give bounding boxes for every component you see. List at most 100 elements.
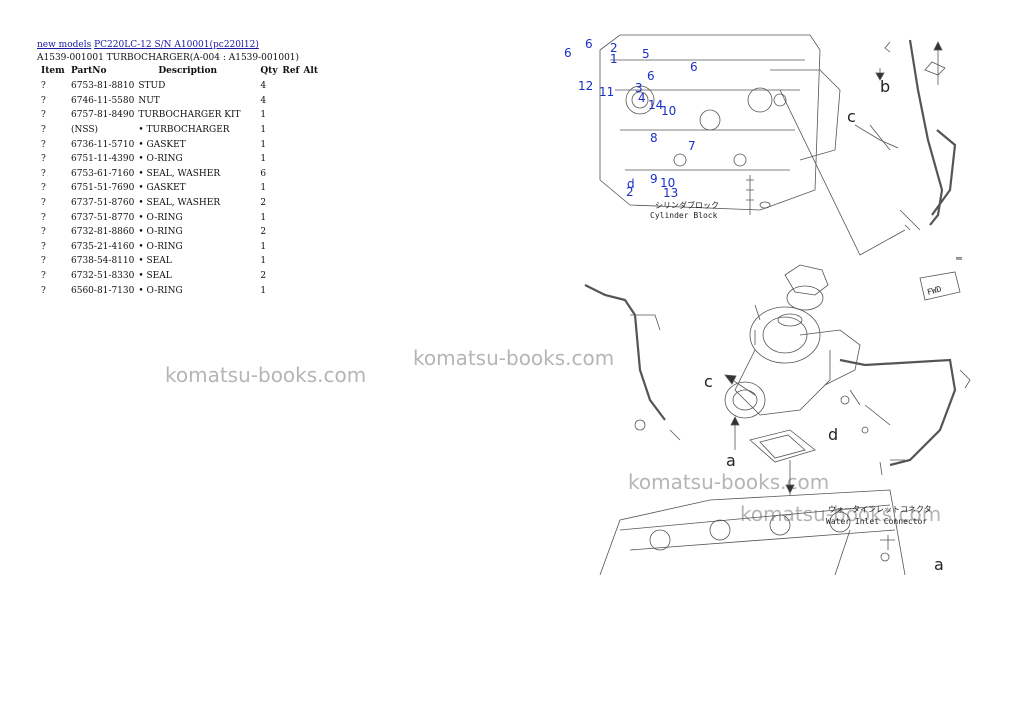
cell-description: • O-RING <box>138 212 183 223</box>
table-header-row: Item PartNo Description Qty Ref Alt <box>37 65 320 79</box>
cell-description: • GASKET <box>138 139 186 150</box>
callout-label: 3 <box>635 81 643 95</box>
callout-label: 6 <box>647 69 655 83</box>
cell-item: ? <box>41 125 46 136</box>
callout-label: 2 <box>610 41 618 55</box>
cell-description: • SEAL, WASHER <box>138 198 221 209</box>
cell-ref <box>280 94 301 109</box>
cell-qty: 4 <box>260 95 267 106</box>
cell-qty: 6 <box>260 168 267 179</box>
letter-label: d <box>828 425 838 444</box>
cell-qty: 1 <box>260 139 267 150</box>
cell-ref <box>280 254 301 269</box>
cell-alt <box>301 137 320 152</box>
cell-partno: 6736-11-5710 <box>71 139 135 150</box>
cell-partno: (NSS) <box>71 125 99 136</box>
callout-label: 9 <box>650 172 658 186</box>
cell-item: ? <box>41 198 46 209</box>
header-description: Description <box>158 66 217 76</box>
header-item: Item <box>41 66 65 76</box>
breadcrumb-link-model[interactable]: PC220LC-12 S/N A10001(pc220l12) <box>94 40 259 50</box>
cell-description: • TURBOCHARGER <box>138 125 230 136</box>
cell-description: • SEAL <box>138 256 172 267</box>
cell-qty: 2 <box>260 271 267 282</box>
cell-partno: 6737-51-8770 <box>71 212 135 223</box>
cell-qty: 1 <box>260 241 267 252</box>
cell-alt <box>301 254 320 269</box>
cell-item: ? <box>41 95 46 106</box>
cell-ref <box>280 283 301 298</box>
page-title: A1539-001001 TURBOCHARGER(A-004 : A1539-… <box>37 53 300 63</box>
callout-label: 12 <box>578 79 593 93</box>
cell-ref <box>280 225 301 240</box>
cell-alt <box>301 108 320 123</box>
letter-label: c <box>847 107 856 126</box>
cell-item: ? <box>41 139 46 150</box>
callout-label: d <box>627 177 635 191</box>
cylinder-block-label: Cylinder Block <box>650 211 718 220</box>
cell-qty: 1 <box>260 256 267 267</box>
cell-ref <box>280 167 301 182</box>
cell-ref <box>280 137 301 152</box>
cell-qty: 1 <box>260 183 267 194</box>
cell-ref <box>280 196 301 211</box>
cell-ref <box>280 240 301 255</box>
cell-item: ? <box>41 241 46 252</box>
cell-partno: 6751-51-7690 <box>71 183 135 194</box>
cell-partno: 6753-61-7160 <box>71 168 135 179</box>
cell-partno: 6737-51-8760 <box>71 198 135 209</box>
callout-label: 6 <box>690 60 698 74</box>
cell-ref <box>280 123 301 138</box>
cell-alt <box>301 196 320 211</box>
cell-item: ? <box>41 154 46 165</box>
cell-qty: 1 <box>260 110 267 121</box>
cell-partno: 6751-11-4390 <box>71 154 135 165</box>
cell-description: TURBOCHARGER KIT <box>138 110 241 121</box>
callout-label: 8 <box>650 131 658 145</box>
cell-partno: 6732-81-8860 <box>71 227 135 238</box>
callout-label: 11 <box>599 85 614 99</box>
callout-label: 6 <box>585 37 593 51</box>
callout-label: 1 <box>610 52 618 66</box>
cell-item: ? <box>41 183 46 194</box>
cell-item: ? <box>41 81 46 92</box>
cell-partno: 6738-54-8110 <box>71 256 135 267</box>
callout-label: 10 <box>661 104 676 118</box>
callout-label: 7 <box>688 139 696 153</box>
cell-alt <box>301 225 320 240</box>
callout-label: 6 <box>564 46 572 60</box>
cell-alt <box>301 152 320 167</box>
cell-partno: 6735-21-4160 <box>71 241 135 252</box>
fwd-label: FWD <box>926 284 942 296</box>
cell-description: NUT <box>138 95 160 106</box>
cell-ref <box>280 181 301 196</box>
cell-qty: 1 <box>260 212 267 223</box>
cylinder-block-jp-label: シリンダブロック <box>655 200 719 210</box>
breadcrumb-link-new-models[interactable]: new models <box>37 40 92 50</box>
cell-qty: 1 <box>260 154 267 165</box>
cell-item: ? <box>41 110 46 121</box>
cell-alt <box>301 240 320 255</box>
cell-alt <box>301 94 320 109</box>
cell-partno: 6560-81-7130 <box>71 285 135 296</box>
cell-qty: 1 <box>260 285 267 296</box>
water-inlet-label: Water Inlet Connector <box>826 517 927 526</box>
header-partno: PartNo <box>71 66 107 76</box>
cell-description: • O-RING <box>138 285 183 296</box>
table-row: ? 6736-11-5710• GASKET 1 <box>37 137 320 152</box>
cell-alt <box>301 269 320 284</box>
letter-label: a <box>726 451 736 470</box>
cell-partno: 6757-81-8490 <box>71 110 135 121</box>
letter-label: a <box>934 555 944 574</box>
cell-item: ? <box>41 271 46 282</box>
cell-alt <box>301 123 320 138</box>
watermark: komatsu-books.com <box>165 363 367 387</box>
